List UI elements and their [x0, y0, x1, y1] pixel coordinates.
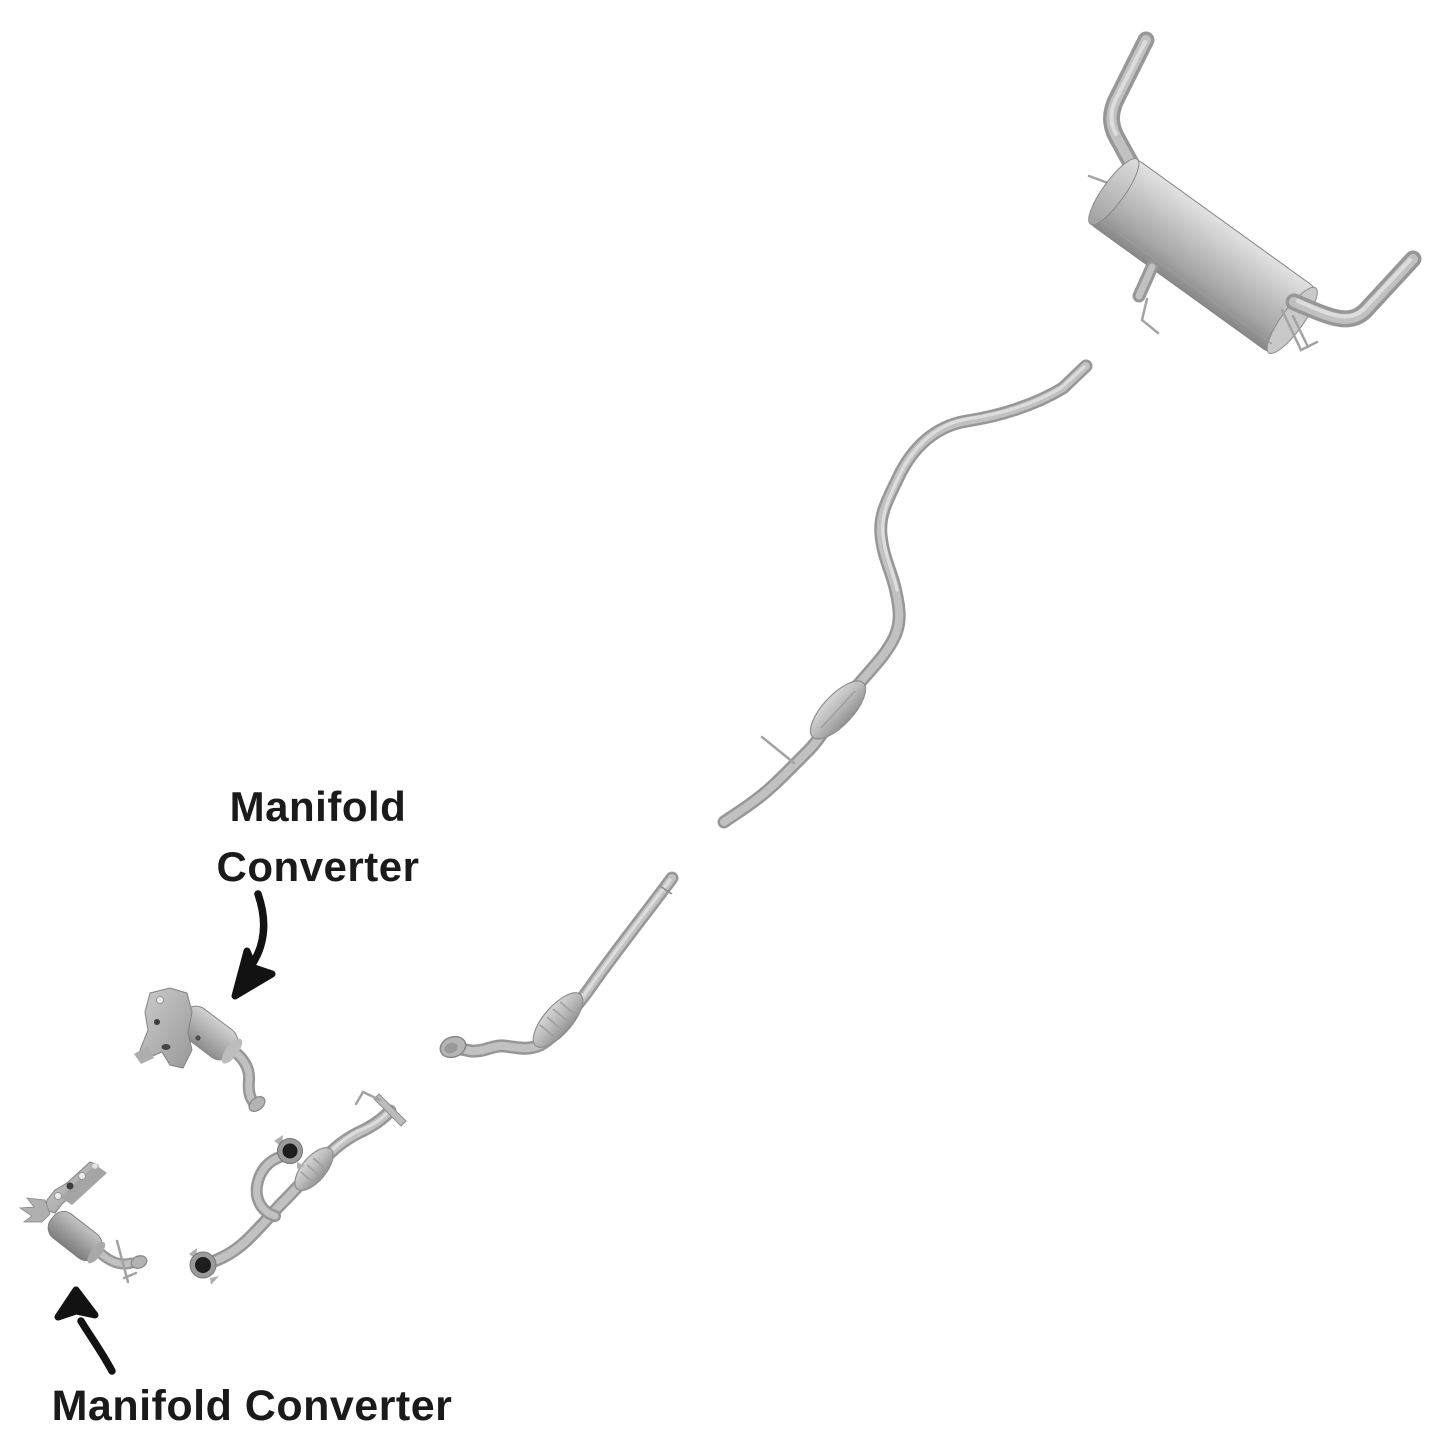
label-line-1: Manifold: [229, 783, 407, 830]
flange-tab: [297, 1162, 305, 1169]
flex-section: [532, 992, 584, 1048]
label-manifold-converter-upper: Manifold Converter: [217, 777, 420, 897]
lower-annotation-arrow: [54, 1286, 116, 1375]
intermediate-resonator-pipe: [717, 359, 1093, 829]
label-line-2: Converter: [216, 843, 420, 890]
manifold-converter-upper: [134, 987, 266, 1112]
rear-muffler-assembly: [1087, 31, 1422, 354]
gasket-hole: [282, 1143, 298, 1159]
manifold-converter-lower: [18, 1161, 148, 1284]
front-flex-pipe: [439, 871, 679, 1059]
flex-ridges: [539, 1001, 577, 1040]
flange-spike: [134, 1046, 154, 1064]
upper-annotation-arrow: [231, 890, 276, 1000]
hanger-rod: [760, 735, 796, 765]
sensor-boss: [195, 1035, 201, 1041]
bracket-rod: [115, 1239, 130, 1284]
flange-plate: [373, 1093, 407, 1127]
manifold-flange: [139, 987, 193, 1069]
pipe-tip: [130, 1255, 148, 1269]
manifold-plate: [60, 1165, 107, 1205]
hanger-wire: [1280, 308, 1319, 352]
flange-spike: [18, 1197, 51, 1223]
gasket-hole: [195, 1257, 211, 1273]
curved-arrow-up-icon: [77, 1317, 116, 1375]
bracket-tab: [122, 1271, 138, 1280]
label-text: Manifold Converter: [51, 1382, 453, 1430]
y-pipe-assembly: [189, 1090, 407, 1285]
label-manifold-converter-lower: Manifold Converter: [52, 1383, 453, 1429]
pipe-tip: [248, 1096, 266, 1112]
hanger-pin: [1140, 297, 1160, 335]
hanger-wire: [1291, 314, 1310, 349]
flex-ridges: [300, 1157, 328, 1185]
flange-tab: [210, 1276, 219, 1285]
flange-hook: [354, 1090, 382, 1106]
curved-arrow-down-left-icon: [247, 890, 268, 970]
flex-section: [294, 1147, 334, 1191]
